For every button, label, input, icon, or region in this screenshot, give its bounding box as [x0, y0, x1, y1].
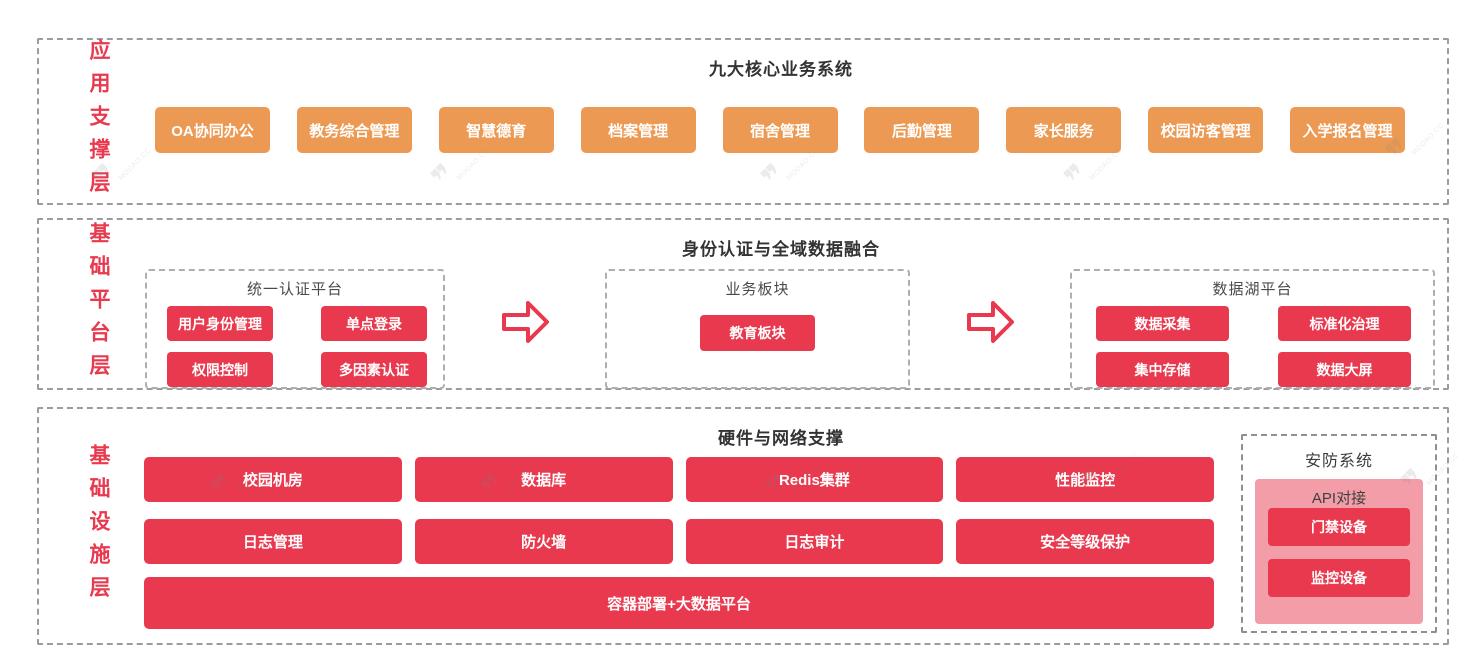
block-dorm-mgmt: 宿舍管理 [722, 107, 838, 153]
block-container-bigdata-platform: 容器部署+大数据平台 [144, 577, 1214, 629]
block-log-audit: 日志审计 [685, 519, 944, 564]
layer-infra-body: 硬件与网络支撑 校园机房 数据库 Redis集群 性能监控 日志管理 防火墙 日… [115, 409, 1447, 643]
block-security-level-protection: 安全等级保护 [956, 519, 1214, 564]
block-data-collection: 数据采集 [1096, 306, 1229, 341]
platform-row: 统一认证平台 用户身份管理 单点登录 权限控制 多因素认证 业务板块 [115, 269, 1447, 389]
group-data-lake-title: 数据湖平台 [1212, 281, 1293, 298]
layer-platform-body: 身份认证与全域数据融合 统一认证平台 用户身份管理 单点登录 权限控制 多因素认… [115, 220, 1447, 389]
block-oa: OA协同办公 [155, 107, 270, 153]
block-user-identity: 用户身份管理 [167, 306, 273, 341]
group-unified-auth: 统一认证平台 用户身份管理 单点登录 权限控制 多因素认证 [145, 269, 445, 389]
block-standardization: 标准化治理 [1278, 306, 1411, 341]
block-enrollment-mgmt: 入学报名管理 [1290, 107, 1405, 153]
group-business-title: 业务板块 [725, 281, 790, 298]
layer-infrastructure: 基础设施层 硬件与网络支撑 校园机房 数据库 Redis集群 性能监控 日志管理… [37, 407, 1449, 645]
block-sso: 单点登录 [321, 306, 427, 341]
block-parent-service: 家长服务 [1006, 107, 1122, 153]
layer-app-support: 应用支撑层 九大核心业务系统 OA协同办公 教务综合管理 智慧德育 档案管理 宿… [37, 38, 1449, 205]
block-log-mgmt: 日志管理 [144, 519, 402, 564]
arrow-right-icon [502, 301, 549, 343]
block-surveillance-device: 监控设备 [1268, 559, 1410, 597]
api-integration-title: API对接 [1311, 490, 1367, 507]
layer-app-body: 九大核心业务系统 OA协同办公 教务综合管理 智慧德育 档案管理 宿舍管理 后勤… [115, 40, 1447, 203]
block-permission-control: 权限控制 [167, 352, 273, 387]
block-visitor-mgmt: 校园访客管理 [1148, 107, 1264, 153]
block-education-section: 教育板块 [700, 315, 815, 351]
layer-infra-label: 基础设施层 [87, 443, 110, 609]
security-system-title: 安防系统 [1304, 453, 1373, 470]
api-integration-box: API对接 门禁设备 监控设备 [1255, 479, 1423, 624]
block-academic-mgmt: 教务综合管理 [296, 107, 412, 153]
group-business-section: 业务板块 教育板块 [605, 269, 910, 389]
block-access-control-device: 门禁设备 [1268, 508, 1410, 546]
arrow-right-icon [967, 301, 1014, 343]
layer-app-label: 应用支撑层 [87, 39, 110, 204]
layer-platform: 基础平台层 身份认证与全域数据融合 统一认证平台 用户身份管理 单点登录 权限控… [37, 218, 1449, 390]
app-systems-row: OA协同办公 教务综合管理 智慧德育 档案管理 宿舍管理 后勤管理 家长服务 校… [115, 107, 1447, 153]
block-firewall: 防火墙 [414, 519, 673, 564]
block-central-storage: 集中存储 [1096, 352, 1229, 387]
block-redis-cluster: Redis集群 [685, 457, 944, 502]
security-system-box: 安防系统 API对接 门禁设备 监控设备 [1241, 434, 1437, 633]
block-logistics-mgmt: 后勤管理 [864, 107, 980, 153]
layer-infra-title: 硬件与网络支撑 [718, 429, 844, 448]
layer-app-title: 九大核心业务系统 [709, 60, 853, 79]
group-unified-auth-title: 统一认证平台 [246, 281, 343, 298]
block-archive-mgmt: 档案管理 [580, 107, 696, 153]
block-moral-edu: 智慧德育 [438, 107, 554, 153]
layer-platform-label: 基础平台层 [87, 221, 110, 387]
infra-grid-row: 校园机房 数据库 Redis集群 性能监控 日志管理 防火墙 日志审计 安全等级… [115, 457, 1447, 629]
layer-platform-title: 身份认证与全域数据融合 [682, 240, 880, 259]
block-mfa: 多因素认证 [321, 352, 427, 387]
group-data-lake: 数据湖平台 数据采集 标准化治理 集中存储 数据大屏 [1070, 269, 1435, 389]
block-campus-server-room: 校园机房 [144, 457, 402, 502]
block-data-dashboard: 数据大屏 [1278, 352, 1411, 387]
block-performance-monitor: 性能监控 [956, 457, 1214, 502]
block-database: 数据库 [414, 457, 673, 502]
